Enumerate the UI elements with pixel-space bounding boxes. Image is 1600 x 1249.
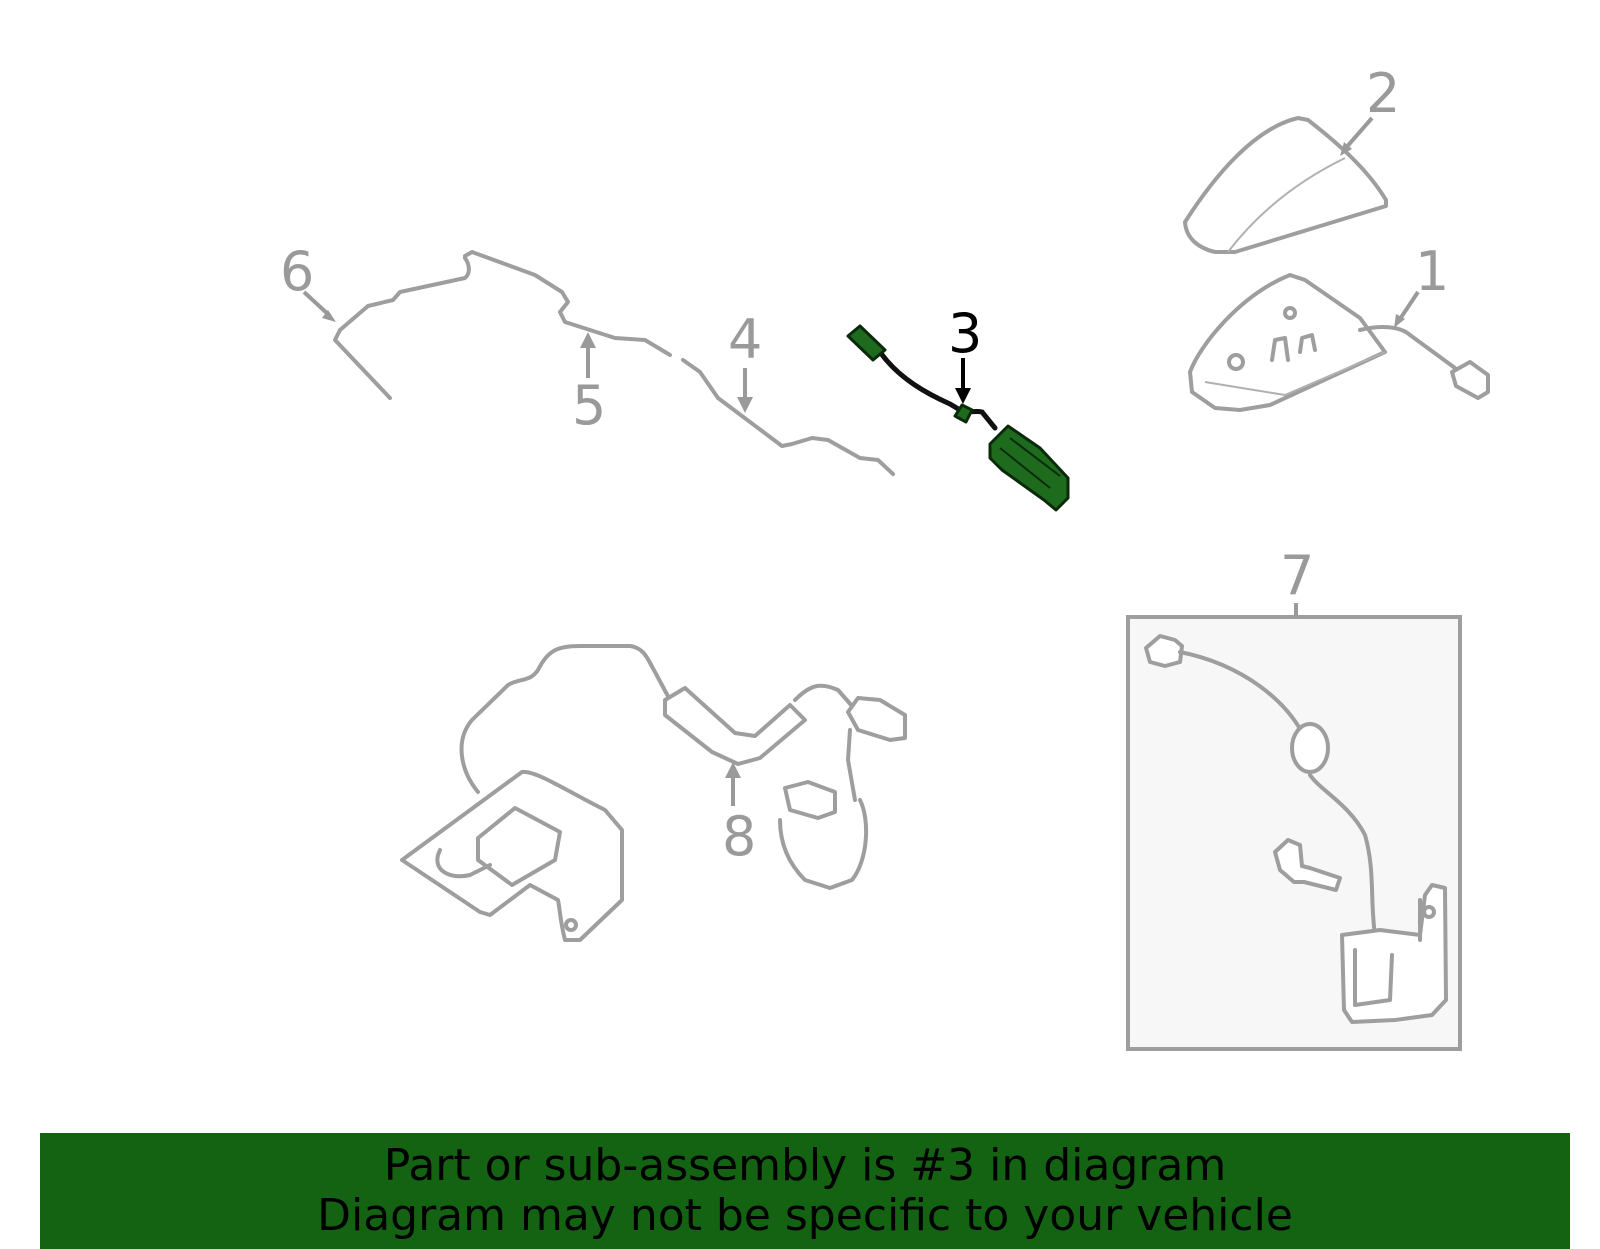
callout-6: 6 [280, 240, 314, 303]
callout-4: 4 [728, 308, 762, 371]
callout-3: 3 [948, 302, 982, 365]
cable-section-5-icon[interactable] [463, 250, 672, 357]
leader-3 [955, 358, 971, 404]
leader-5 [580, 332, 596, 378]
module-harness-icon[interactable] [400, 644, 907, 942]
antenna-base-icon[interactable] [1188, 273, 1490, 412]
antenna-cable-kit-icon[interactable] [1126, 615, 1462, 1051]
cable-section-6-icon[interactable] [333, 256, 471, 400]
leader-6 [302, 290, 336, 322]
callout-7: 7 [1280, 544, 1314, 607]
callout-8: 8 [722, 805, 756, 868]
cable-section-4-icon[interactable] [681, 358, 895, 476]
leader-2 [1340, 116, 1374, 156]
banner-line-1: Part or sub-assembly is #3 in diagram [383, 1140, 1227, 1191]
antenna-cable-icon[interactable] [846, 324, 1070, 512]
callout-1: 1 [1415, 240, 1449, 303]
info-banner: Part or sub-assembly is #3 in diagram Di… [40, 1133, 1570, 1249]
callout-5: 5 [572, 374, 606, 437]
leader-1 [1394, 290, 1420, 328]
callout-2: 2 [1366, 62, 1400, 125]
leader-8 [725, 762, 741, 806]
antenna-cover-icon[interactable] [1183, 116, 1388, 254]
leader-4 [737, 368, 753, 413]
banner-line-2: Diagram may not be specific to your vehi… [317, 1190, 1293, 1241]
